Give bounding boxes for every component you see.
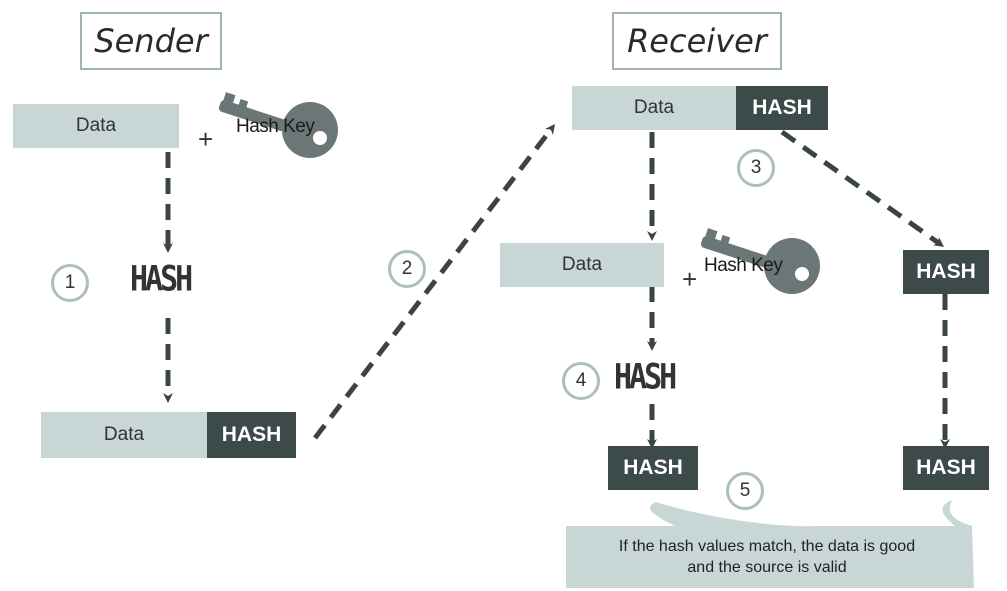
step-3-badge: 3 xyxy=(737,149,775,187)
sender-data-box: Data xyxy=(13,104,179,148)
receiver-extracted-hash: HASH xyxy=(903,250,989,294)
sender-scrambled-hash: HASH xyxy=(130,259,193,300)
sender-title: Sender xyxy=(80,12,222,70)
step-5-badge: 5 xyxy=(726,472,764,510)
receiver-computed-hash: HASH xyxy=(608,446,698,490)
step-2-badge: 2 xyxy=(388,250,426,288)
receiver-received-hash: HASH xyxy=(736,86,828,130)
result-message-line-2: and the source is valid xyxy=(687,559,847,576)
arrow-send-to-receiver xyxy=(313,124,556,440)
sender-result-hash: HASH xyxy=(207,412,296,458)
receiver-data-box: Data xyxy=(500,243,664,287)
receiver-scrambled-hash: HASH xyxy=(614,357,677,398)
sender-hash-key-label: Hash Key xyxy=(236,116,315,137)
receiver-key-icon xyxy=(700,228,820,294)
sender-key-icon xyxy=(218,92,338,158)
receiver-received-data: Data xyxy=(572,86,736,130)
step-4-badge: 4 xyxy=(562,362,600,400)
sender-plus: + xyxy=(198,124,214,154)
receiver-title: Receiver xyxy=(612,12,782,70)
step-1-badge: 1 xyxy=(51,264,89,302)
receiver-plus: + xyxy=(682,264,698,294)
result-message: If the hash values match, the data is go… xyxy=(566,528,968,586)
receiver-hash-key-label: Hash Key xyxy=(704,255,783,276)
receiver-compared-hash: HASH xyxy=(903,446,989,490)
arrow-received-hash-to-extracted xyxy=(780,129,945,247)
sender-result-data: Data xyxy=(41,412,207,458)
result-message-line-1: If the hash values match, the data is go… xyxy=(618,538,916,555)
